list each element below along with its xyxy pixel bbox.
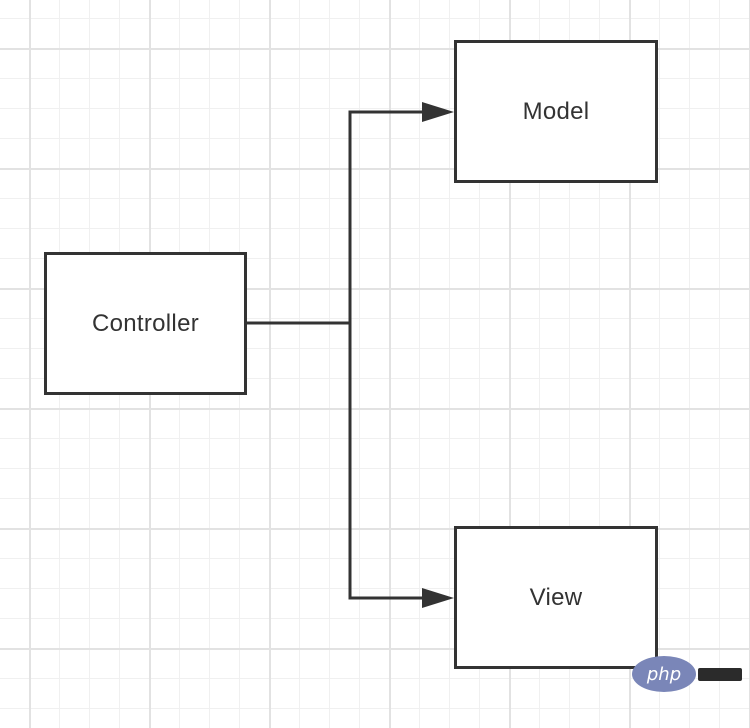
view-label: View — [529, 583, 583, 611]
watermark-bar — [698, 668, 742, 681]
controller-node[interactable]: Controller — [44, 252, 247, 395]
connector-to-model — [348, 110, 424, 323]
php-watermark: php — [632, 656, 742, 692]
model-label: Model — [522, 97, 590, 125]
connector-to-view — [348, 323, 424, 600]
view-node[interactable]: View — [454, 526, 658, 669]
php-logo: php — [632, 656, 696, 692]
arrowhead-model — [422, 102, 454, 122]
php-logo-text: php — [646, 663, 682, 685]
controller-label: Controller — [91, 309, 200, 337]
model-node[interactable]: Model — [454, 40, 658, 183]
arrowhead-view — [422, 588, 454, 608]
